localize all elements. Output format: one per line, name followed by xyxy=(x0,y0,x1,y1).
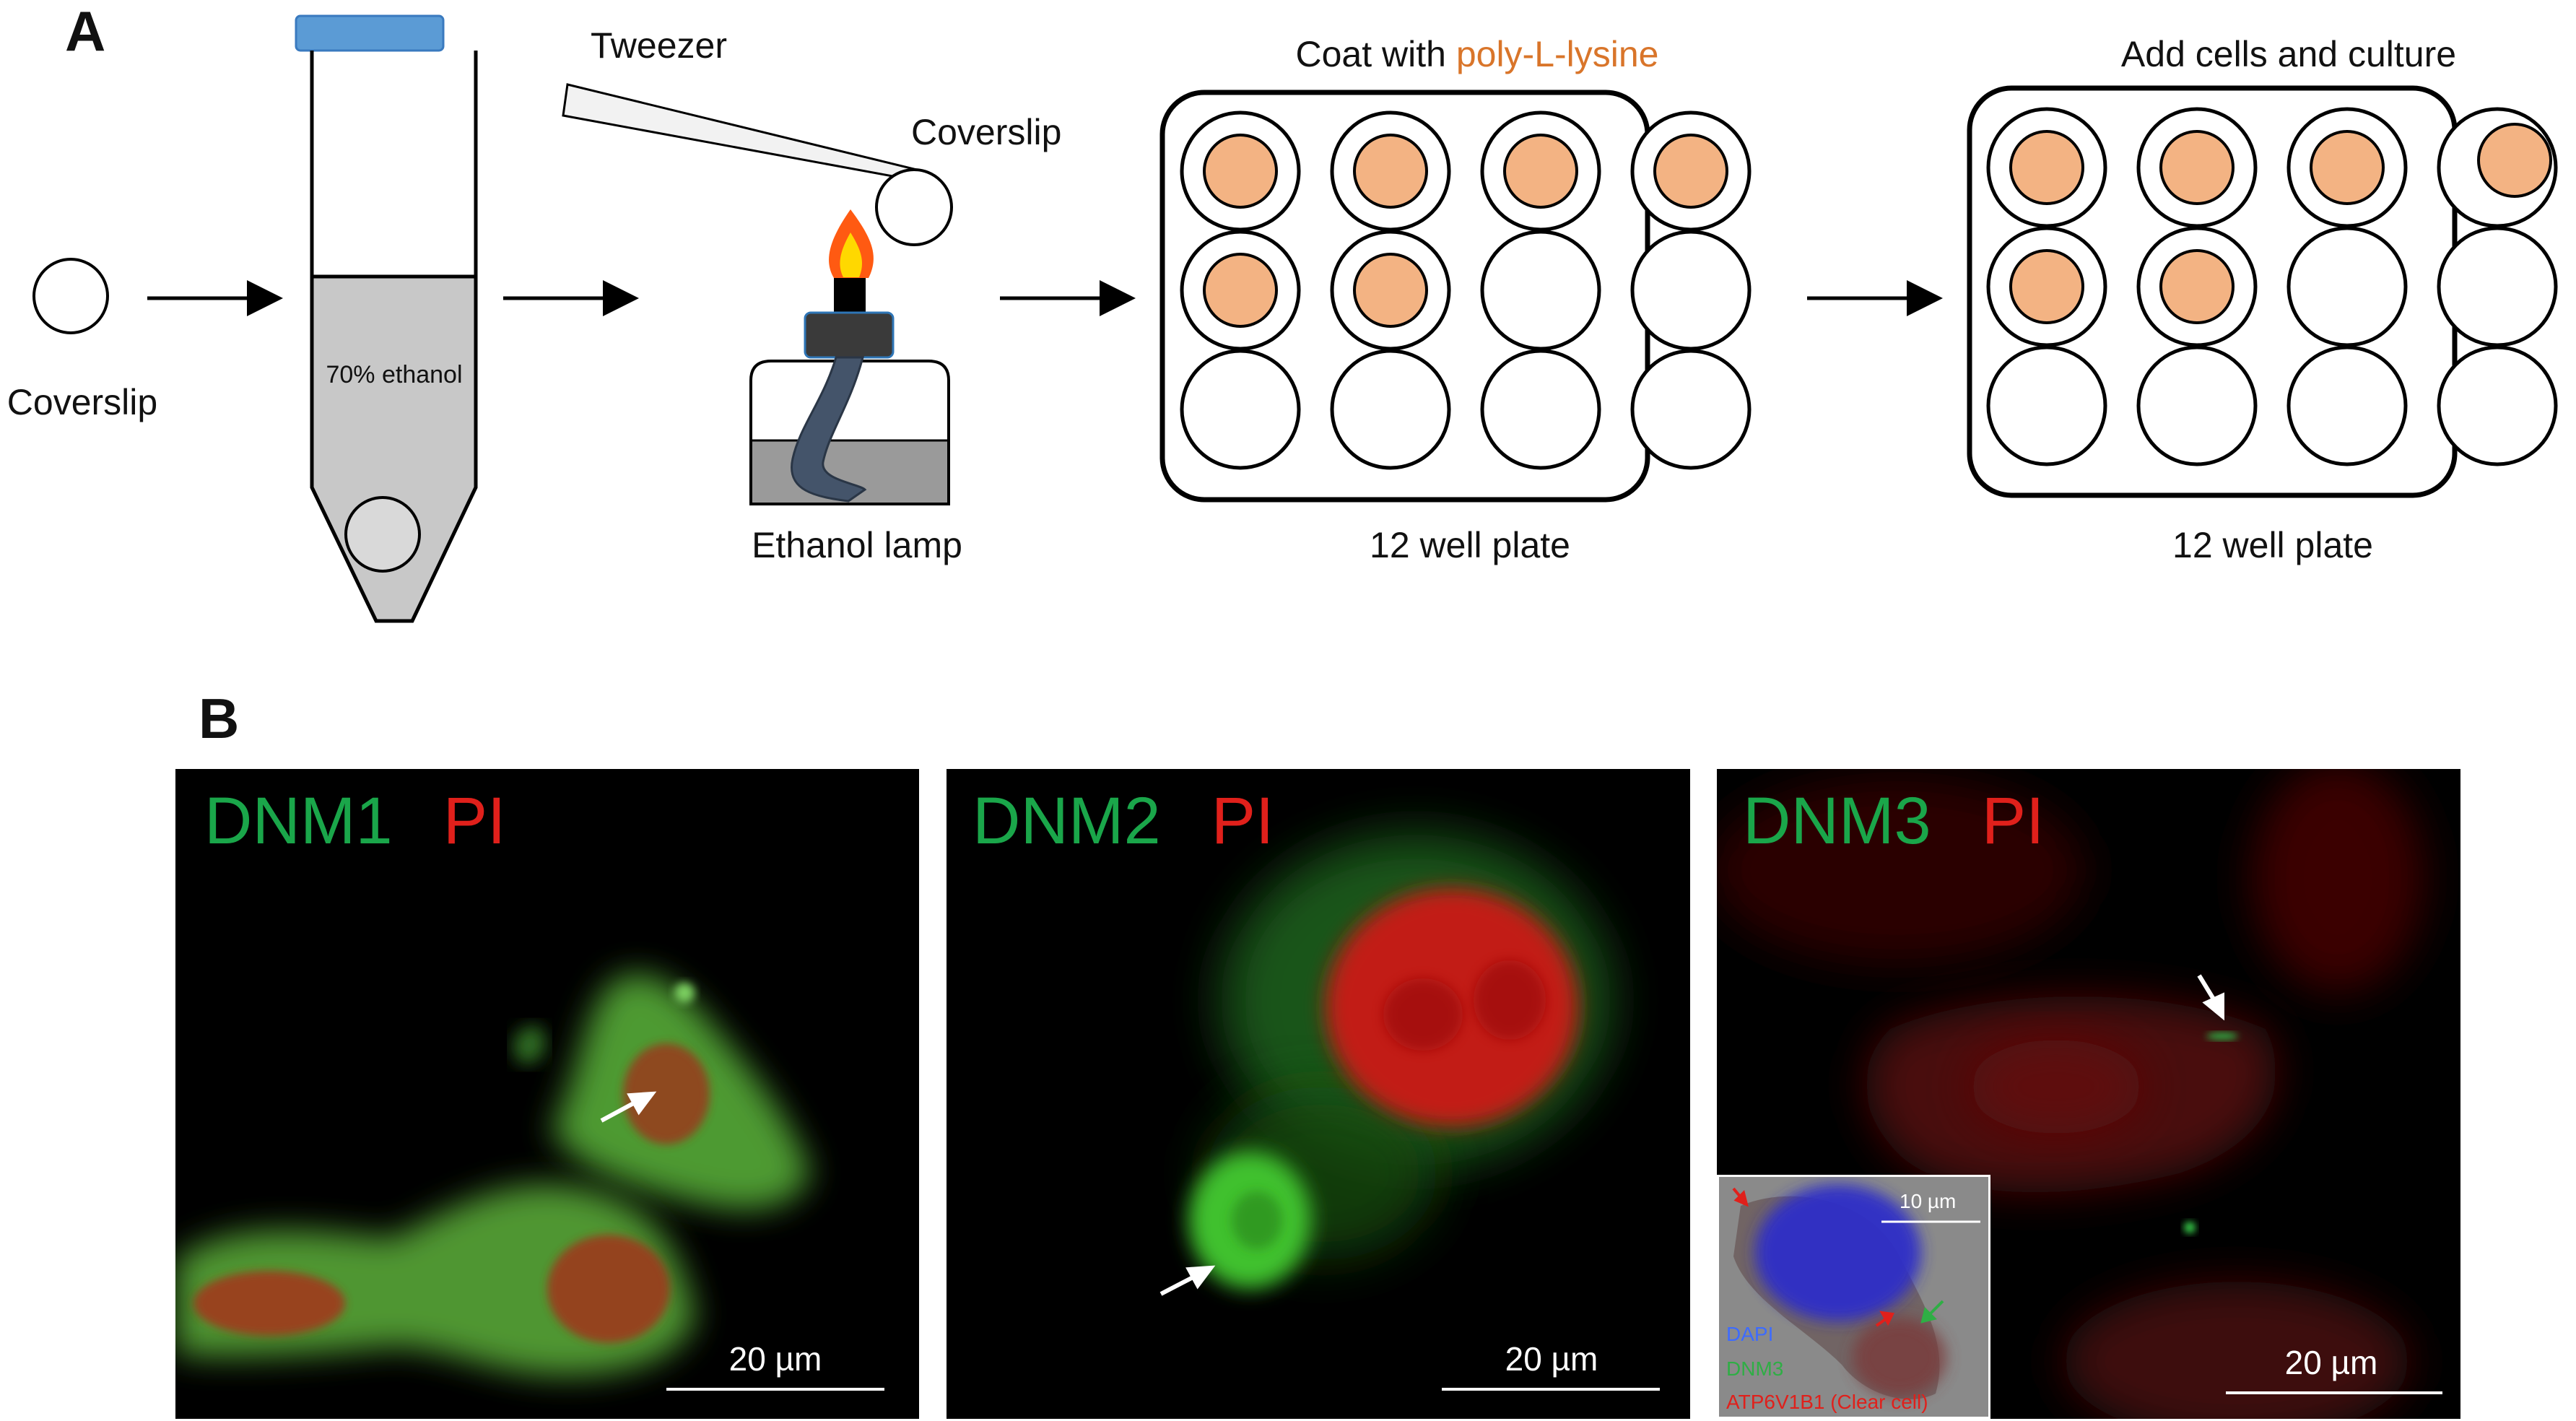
inset-nucleus xyxy=(1755,1184,1921,1321)
inset-legend-dnm3: DNM3 xyxy=(1726,1357,1784,1380)
lamp-label: Ethanol lamp xyxy=(752,525,962,565)
plate2-well xyxy=(2286,345,2408,466)
dnm1-nucleus-2 xyxy=(193,1271,345,1336)
dnm2-stain: PI xyxy=(1211,784,1274,858)
panel-a-letter: A xyxy=(65,0,106,63)
dnm1-nucleus-3 xyxy=(547,1235,670,1343)
plate1-coverslip xyxy=(1503,134,1578,209)
plate1-well xyxy=(1630,349,1752,470)
dnm2-scale-bar xyxy=(1442,1388,1660,1391)
inset-green-arrow xyxy=(1920,1300,1944,1324)
dnm1-scale-bar xyxy=(666,1388,884,1391)
micrograph-dnm3: DNM3 PI 20 µm xyxy=(1717,769,2460,1419)
plate2-well xyxy=(1986,345,2107,466)
plate1-well xyxy=(1630,230,1752,351)
plate-label-1: 12 well plate xyxy=(1370,525,1570,565)
plate-label-2: 12 well plate xyxy=(2172,525,2373,565)
plate2-well xyxy=(2437,226,2558,347)
inset-legend-dapi: DAPI xyxy=(1726,1323,1774,1345)
plate1-well xyxy=(1480,349,1601,470)
lamp-nozzle xyxy=(834,278,866,314)
plate1-well xyxy=(1480,230,1601,351)
plate1-coverslip xyxy=(1203,134,1278,209)
coverslip-held xyxy=(875,168,953,246)
plate1-coverslip xyxy=(1203,253,1278,328)
micrograph-dnm2: DNM2 PI 20 µm xyxy=(947,769,1690,1419)
falcon-tube xyxy=(295,14,478,623)
plate2-coverslip xyxy=(2310,130,2385,205)
dnm3-gene: DNM3 xyxy=(1743,784,1931,858)
tweezer-shape xyxy=(562,83,926,184)
plate2-coverslip xyxy=(2159,249,2235,324)
coverslip-shape xyxy=(32,258,109,334)
dnm3-inset: 10 µm DAPI DNM3 ATP6V1B1 (Clear cell) xyxy=(1717,1175,1990,1419)
coat-prefix: Coat with xyxy=(1295,34,1456,74)
dnm1-scale-text: 20 µm xyxy=(728,1340,822,1378)
lamp-collar xyxy=(804,311,895,359)
plate2-coverslip xyxy=(2159,130,2235,205)
dnm2-gene: DNM2 xyxy=(972,784,1161,858)
dnm1-nucleus-1 xyxy=(623,1043,710,1144)
well-plate-2 xyxy=(1967,85,2558,498)
ethanol-lamp xyxy=(749,209,950,505)
plate1-coverslip xyxy=(1353,253,1428,328)
dnm3-arrow xyxy=(2197,974,2224,1021)
coverslip-label: Coverslip xyxy=(6,382,158,422)
inset-red-arrow-2 xyxy=(1875,1311,1895,1327)
dnm3-label: DNM3 PI xyxy=(1743,783,2045,859)
plate1-coverslip xyxy=(1653,134,1728,209)
dnm3-scale-bar xyxy=(2226,1391,2442,1394)
plate2-well xyxy=(2437,345,2558,466)
plate2-well xyxy=(2286,226,2408,347)
plate2-coverslip xyxy=(2009,130,2084,205)
micrograph-dnm1: DNM1 PI 20 µm xyxy=(175,769,919,1419)
plate1-coverslip xyxy=(1353,134,1428,209)
well-plate-1 xyxy=(1159,90,1752,503)
dnm3-scale-text: 20 µm xyxy=(2284,1344,2378,1381)
plate1-well xyxy=(1180,349,1301,470)
lamp-wick xyxy=(791,356,867,503)
plate2-coverslip xyxy=(2477,123,2552,198)
dnm1-gene: DNM1 xyxy=(204,784,393,858)
panel-b-letter: B xyxy=(199,687,240,750)
panel-a-diagram xyxy=(32,14,2558,623)
plate2-well xyxy=(2136,345,2258,466)
dnm1-label: DNM1 PI xyxy=(204,783,506,859)
tube-outline xyxy=(310,51,478,623)
flame-inner xyxy=(840,233,862,277)
tube-cap xyxy=(295,14,445,52)
coverslip-label-2: Coverslip xyxy=(911,112,1062,152)
coverslip-in-tube xyxy=(344,496,421,573)
dnm2-label: DNM2 PI xyxy=(972,783,1274,859)
ethanol-label: 70% ethanol xyxy=(326,361,463,388)
dnm3-cells xyxy=(1717,769,2424,1419)
coat-highlight: poly-L-lysine xyxy=(1455,34,1659,74)
dnm3-nucleus xyxy=(1970,1040,2143,1134)
dnm2-arrow xyxy=(1159,1265,1216,1296)
dnm3-stain: PI xyxy=(1981,784,2045,858)
dnm1-arrow xyxy=(600,1091,657,1123)
dnm1-cells xyxy=(175,973,811,1376)
inset-legend-atp6v1b1: ATP6V1B1 (Clear cell) xyxy=(1726,1391,1928,1413)
inset-red-arrow-1 xyxy=(1732,1187,1749,1207)
inset-scale-text: 10 µm xyxy=(1900,1190,1957,1212)
dnm2-scale-text: 20 µm xyxy=(1505,1340,1598,1378)
plate2-coverslip xyxy=(2009,249,2084,324)
dnm1-stain: PI xyxy=(443,784,506,858)
add-cells-label: Add cells and culture xyxy=(2120,34,2457,74)
dnm2-cells xyxy=(1159,834,1611,1296)
inset-cells xyxy=(1719,1177,1988,1417)
plate1-well xyxy=(1330,349,1451,470)
coat-label: Coat with poly-L-lysine xyxy=(1296,33,1659,75)
tweezer-label: Tweezer xyxy=(591,25,727,66)
